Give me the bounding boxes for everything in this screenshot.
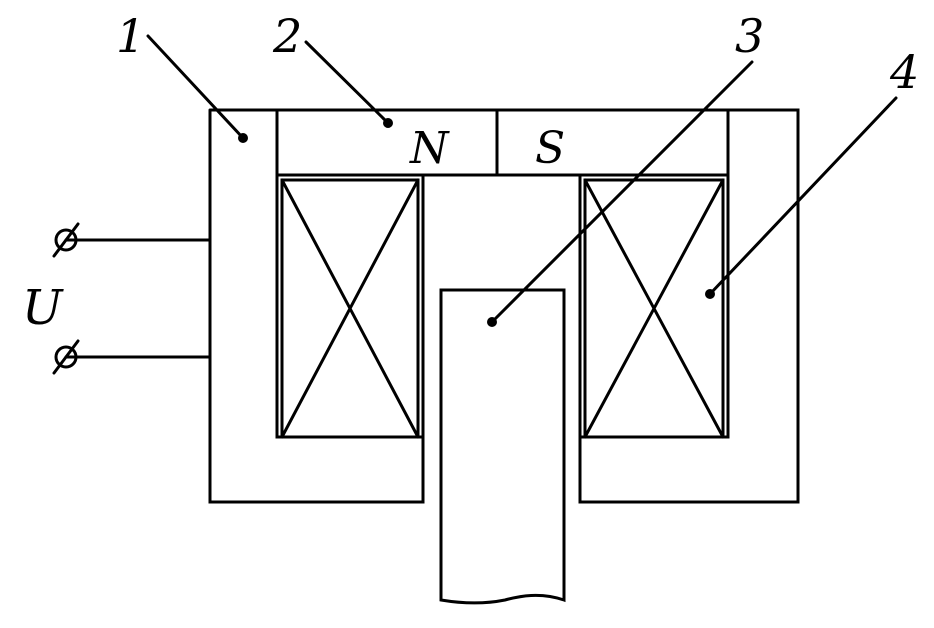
yoke-inner-left <box>275 108 425 439</box>
leader-dot-3 <box>487 317 497 327</box>
leader-line-4 <box>708 96 898 296</box>
leader-dot-1 <box>238 133 248 143</box>
yoke-outline <box>208 108 800 504</box>
coil-right-cross <box>583 178 725 439</box>
label-part-1: 1 <box>116 9 145 63</box>
leader-line-3 <box>490 60 754 324</box>
coil-left <box>280 178 420 439</box>
coil-right <box>583 178 725 439</box>
leader-line-2 <box>304 40 390 125</box>
terminal-circle-slash-icon[interactable] <box>52 222 80 258</box>
terminal-circle-slash-icon[interactable] <box>52 339 80 375</box>
label-pole-north: N <box>409 123 450 174</box>
label-part-3: 3 <box>735 9 764 63</box>
label-pole-south: S <box>535 123 565 174</box>
plunger-armature <box>439 288 566 605</box>
leader-dot-4 <box>705 289 715 299</box>
leader-line-1 <box>146 34 245 140</box>
label-part-2: 2 <box>272 9 302 63</box>
label-part-4: 4 <box>889 45 919 99</box>
leader-dot-2 <box>383 118 393 128</box>
coil-left-cross <box>280 178 420 439</box>
label-voltage: U <box>22 280 64 336</box>
